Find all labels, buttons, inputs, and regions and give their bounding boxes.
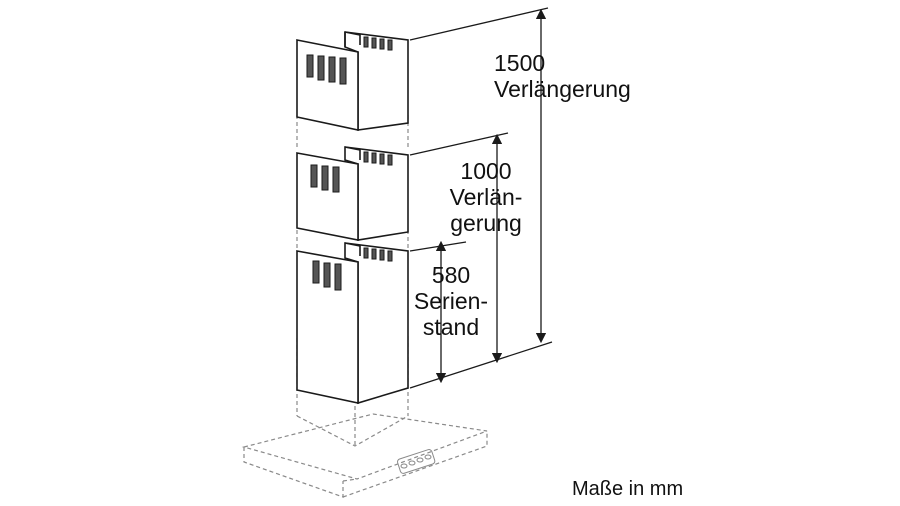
label-580-standard: 580 Serien- stand (410, 262, 492, 340)
section-guides (296, 115, 409, 248)
label-1000-value: 1000 (460, 158, 512, 184)
vent-slots-top-back (363, 36, 393, 51)
label-1000-extension: 1000 Verlän- gerung (432, 158, 540, 236)
label-580-line2: stand (422, 314, 480, 340)
label-1500-extension: 1500 Verlängerung (494, 50, 631, 102)
label-1500-value: 1500 (494, 50, 546, 76)
chimney-section-middle (296, 146, 409, 241)
label-1000-line1: Verlän- (449, 184, 523, 210)
vent-slots-bottom-back (363, 247, 393, 262)
dimension-arrows (435, 8, 547, 384)
chimney-section-bottom (296, 242, 409, 405)
vent-slots-bottom-front (312, 260, 342, 291)
vent-slots-top-front (306, 54, 347, 85)
hood-base (241, 413, 488, 498)
label-580-line1: Serien- (413, 288, 489, 314)
hood-control-buttons (396, 449, 436, 474)
chimney-section-top (296, 31, 409, 131)
label-1000-line2: gerung (450, 210, 522, 236)
vent-slots-middle-front (310, 164, 340, 193)
label-1500-text: Verlängerung (494, 76, 631, 102)
vent-slots-middle-back (363, 151, 393, 166)
units-caption: Maße in mm (572, 478, 684, 500)
label-580-value: 580 (431, 262, 471, 288)
